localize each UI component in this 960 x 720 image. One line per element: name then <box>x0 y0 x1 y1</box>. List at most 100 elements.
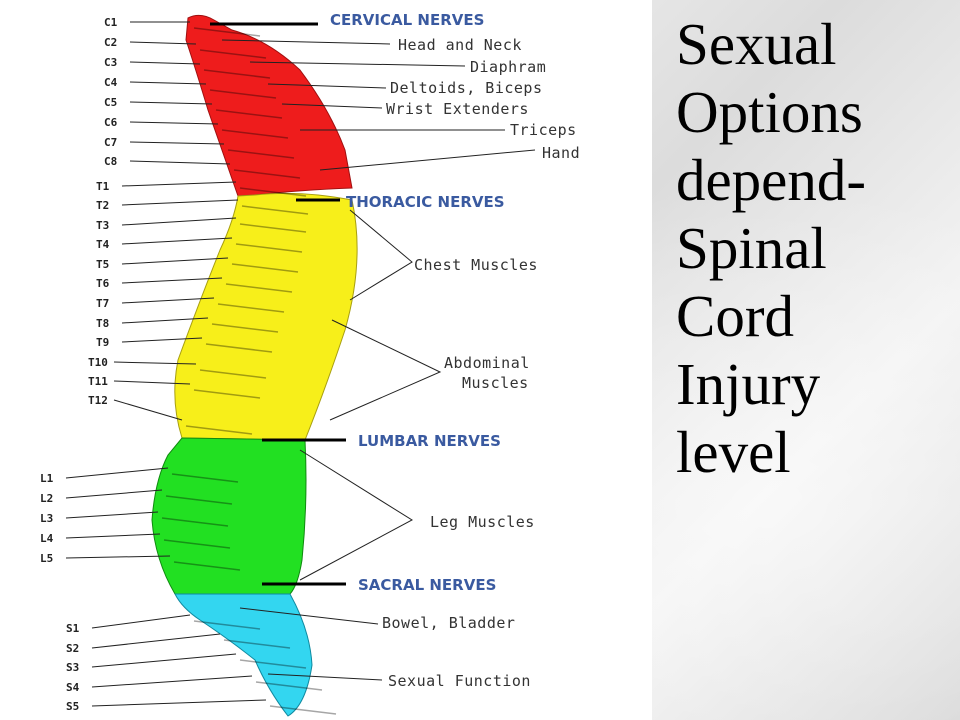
title-line-1: Sexual <box>676 11 837 77</box>
level-pointer-s2 <box>91 633 221 649</box>
level-pointer-c8 <box>129 160 231 165</box>
thoracic-region <box>174 192 358 441</box>
level-label-t1: T1 <box>96 180 110 193</box>
level-pointer-l3 <box>65 511 159 519</box>
level-pointer-t4 <box>121 237 233 245</box>
abdominal-label: Abdominal <box>444 354 530 372</box>
vertebra-separator <box>173 561 241 571</box>
vertebra-separator <box>233 169 301 179</box>
level-pointer-t7 <box>121 297 215 304</box>
level-pointer-l1 <box>65 467 169 479</box>
level-label-l2: L2 <box>40 492 53 505</box>
leg-muscles-label: Leg Muscles <box>430 513 535 531</box>
level-label-t3: T3 <box>96 219 109 232</box>
level-pointer-s5 <box>91 699 267 707</box>
level-pointer-c6 <box>129 121 219 125</box>
level-pointer-c7 <box>129 141 225 145</box>
vertebra-separator <box>239 659 307 669</box>
vertebra-separator <box>223 639 291 649</box>
level-pointer-t8 <box>121 317 209 324</box>
level-pointer-s3 <box>91 653 237 668</box>
lumbar-region <box>151 437 307 595</box>
vertebra-separator <box>199 49 267 59</box>
cervical-nerves-label: CERVICAL NERVES <box>330 11 484 29</box>
level-pointer-t12 <box>113 399 183 421</box>
level-label-t10: T10 <box>88 356 108 369</box>
vertebra-separator <box>239 187 307 197</box>
vertebra-separator <box>203 69 271 79</box>
triceps-label: Triceps <box>510 121 577 139</box>
vertebra-separator <box>199 369 267 379</box>
vertebra-separator <box>235 243 303 253</box>
level-label-s3: S3 <box>66 661 79 674</box>
level-label-t8: T8 <box>96 317 109 330</box>
vertebra-separator <box>239 223 307 233</box>
wrist-extenders-label: Wrist Extenders <box>386 100 529 118</box>
nerve-group-leaders <box>210 22 346 586</box>
vertebra-separator <box>225 283 293 293</box>
vertebra-separator <box>215 109 283 119</box>
title-line-4: Spinal <box>676 215 827 281</box>
level-label-c3: C3 <box>104 56 117 69</box>
title-line-3: depend- <box>676 147 867 213</box>
level-label-t2: T2 <box>96 199 109 212</box>
level-pointer-t11 <box>113 380 191 385</box>
spine-illustration: C1C2C3C4C5C6C7C8T1T2T3T4T5T6T7T8T9T10T11… <box>40 11 580 717</box>
function-leader-lines <box>221 39 536 681</box>
vertebra-separator <box>221 129 289 139</box>
muscles-label: Muscles <box>462 374 529 392</box>
level-label-c6: C6 <box>104 116 118 129</box>
vertebra-separator <box>231 263 299 273</box>
level-label-t7: T7 <box>96 297 109 310</box>
vertebra-separator <box>255 681 323 691</box>
level-label-t9: T9 <box>96 336 109 349</box>
sacral-nerves-label: SACRAL NERVES <box>358 576 496 594</box>
level-pointer-l2 <box>65 489 163 499</box>
vertebra-separator <box>211 323 279 333</box>
level-pointer-l4 <box>65 533 161 539</box>
vertebra-separator <box>163 539 231 549</box>
vertebra-separator <box>185 425 253 435</box>
level-label-t5: T5 <box>96 258 109 271</box>
diaphram-label: Diaphram <box>470 58 546 76</box>
title-line-6: Injury <box>676 351 821 417</box>
sexual-function-label: Sexual Function <box>388 672 531 690</box>
spine-body <box>151 14 358 717</box>
level-label-t6: T6 <box>96 277 110 290</box>
sacral-region <box>174 593 313 717</box>
level-label-c5: C5 <box>104 96 117 109</box>
level-label-l5: L5 <box>40 552 53 565</box>
title-line-5: Cord <box>676 283 794 349</box>
vertebra-separator <box>161 517 229 527</box>
level-pointer-t10 <box>113 361 197 365</box>
vertebra-texture <box>161 27 337 715</box>
vertebra-separator <box>193 27 261 37</box>
vertebra-separator <box>209 89 277 99</box>
level-pointer-c4 <box>129 81 207 85</box>
level-pointer-t5 <box>121 257 229 265</box>
level-label-s1: S1 <box>66 622 80 635</box>
level-label-s5: S5 <box>66 700 79 713</box>
level-pointer-t1 <box>121 181 237 187</box>
head-neck-label: Head and Neck <box>398 36 522 54</box>
hand-label: Hand <box>542 144 580 162</box>
level-label-c2: C2 <box>104 36 117 49</box>
level-pointer-c2 <box>129 41 197 45</box>
level-pointer-t9 <box>121 337 203 343</box>
level-label-s2: S2 <box>66 642 79 655</box>
level-label-c8: C8 <box>104 155 117 168</box>
vertebra-separator <box>227 149 295 159</box>
level-label-l3: L3 <box>40 512 53 525</box>
level-label-c7: C7 <box>104 136 117 149</box>
title-line-2: Options <box>676 79 863 145</box>
deltoids-biceps-label: Deltoids, Biceps <box>390 79 543 97</box>
level-pointer-t2 <box>121 199 239 206</box>
level-labels: C1C2C3C4C5C6C7C8T1T2T3T4T5T6T7T8T9T10T11… <box>40 16 118 713</box>
level-pointer-c5 <box>129 101 213 105</box>
level-pointer-s1 <box>91 614 191 629</box>
vertebra-separator <box>241 205 309 215</box>
slide-title: Sexual Options depend- Spinal Cord Injur… <box>676 10 956 690</box>
lumbar-nerves-label: LUMBAR NERVES <box>358 432 501 450</box>
vertebra-separator <box>165 495 233 505</box>
